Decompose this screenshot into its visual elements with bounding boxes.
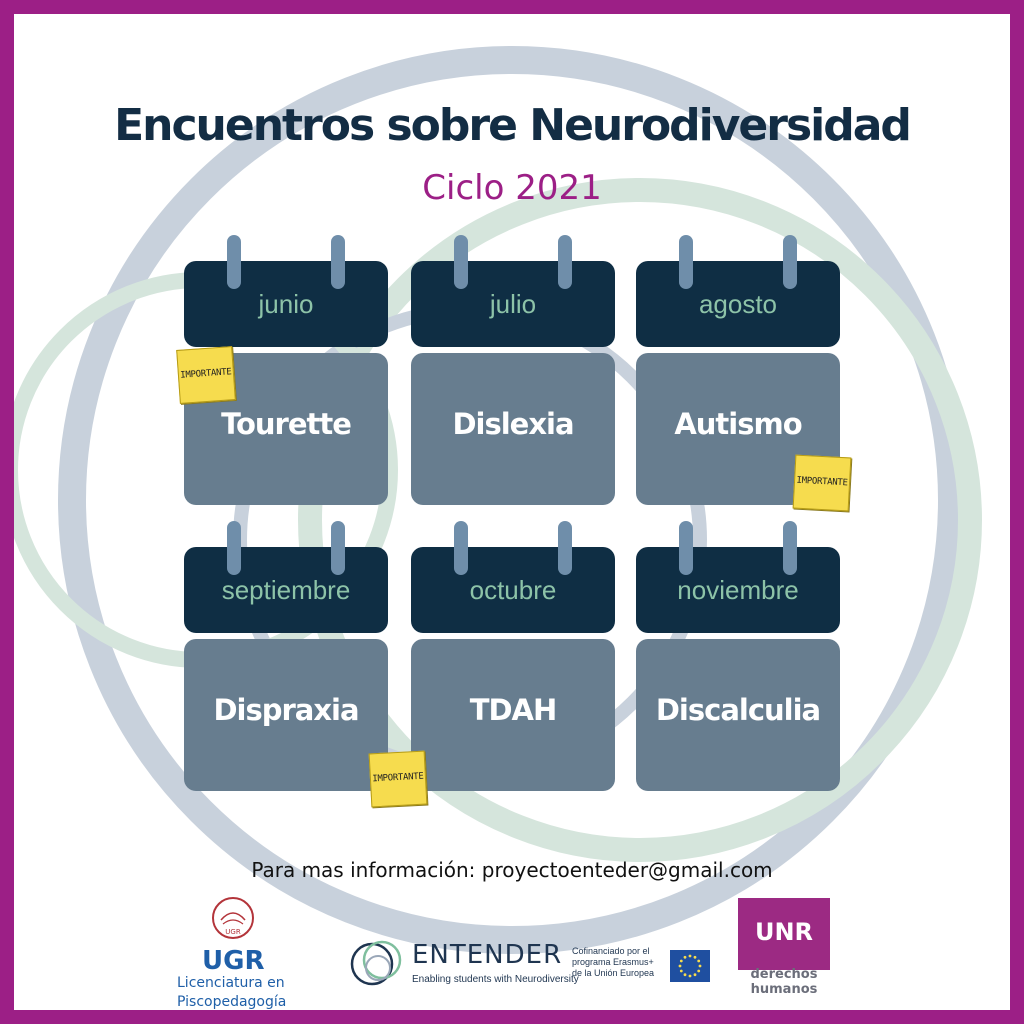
calendar-header (636, 547, 840, 633)
sticky-note-importante: IMPORTANTE (176, 346, 236, 404)
calendar-ring (227, 235, 241, 289)
calendar-topic: Dislexia (452, 407, 574, 441)
calendar-month: julio (489, 289, 537, 319)
calendar-card-agosto: agosto Autismo (636, 235, 840, 505)
calendar-month: agosto (698, 289, 778, 319)
calendar-ring (558, 521, 572, 575)
calendar-topic: Autismo (674, 407, 802, 441)
calendar-body (411, 353, 615, 505)
calendar-topic: Discalculia (655, 693, 821, 727)
calendar-ring (783, 521, 797, 575)
ugr-logo-name: UGR (202, 946, 265, 976)
calendar-topic: TDAH (469, 693, 558, 727)
unr-logo-block (738, 898, 830, 970)
ugr-seal-text: UGR (225, 928, 241, 936)
calendar-month: noviembre (677, 575, 799, 605)
eu-flag-icon (670, 950, 710, 982)
calendar-ring (454, 521, 468, 575)
calendar-month: junio (258, 289, 314, 319)
unr-logo: UNR derechos humanos (738, 898, 830, 1004)
calendar-body (411, 639, 615, 791)
unr-subtitle-line2: humanos (750, 982, 818, 997)
ugr-subtitle-line2: Piscopedagogía (177, 994, 287, 1010)
calendar-month: septiembre (221, 575, 351, 605)
calendar-header (411, 547, 615, 633)
calendar-card-noviembre: noviembre Discalculia (636, 521, 840, 791)
calendar-ring (454, 235, 468, 289)
unr-logo-subtitle: derechos humanos (738, 967, 830, 997)
calendar-body (636, 639, 840, 791)
calendar-month: octubre (469, 575, 557, 605)
sticky-note-importante: IMPORTANTE (792, 454, 852, 512)
calendar-topic: Tourette (221, 407, 352, 441)
calendar-ring (679, 521, 693, 575)
ugr-subtitle-line1: Licenciatura en (177, 975, 285, 991)
unr-subtitle-line1: derechos (750, 967, 818, 982)
contact-info: Para mas información: proyectoenteder@gm… (251, 858, 773, 882)
erasmus-line3: de la Unión Europea (572, 968, 655, 978)
calendar-ring (783, 235, 797, 289)
unr-logo-name: UNR (754, 918, 814, 946)
calendar-body (184, 639, 388, 791)
calendar-card-octubre: octubre TDAH (411, 521, 615, 791)
erasmus-line2: programa Erasmus+ (572, 957, 654, 967)
calendar-header (184, 547, 388, 633)
calendar-ring (558, 235, 572, 289)
entender-logo-icon (350, 940, 402, 986)
calendar-header (411, 261, 615, 347)
ugr-logo-subtitle: Licenciatura en Piscopedagogía (177, 974, 307, 1010)
ugr-seal-icon: UGR (212, 897, 254, 939)
poster-title: Encuentros sobre Neurodiversidad (114, 100, 912, 151)
calendar-ring (227, 521, 241, 575)
calendar-topic: Dispraxia (213, 693, 359, 727)
erasmus-funding-text: Cofinanciado por el programa Erasmus+ de… (572, 946, 668, 979)
erasmus-line1: Cofinanciado por el (572, 946, 650, 956)
calendar-ring (331, 235, 345, 289)
calendar-card-junio: junio Tourette (184, 235, 388, 505)
poster-subtitle: Ciclo 2021 (422, 168, 602, 208)
calendar-ring (331, 521, 345, 575)
calendar-header (184, 261, 388, 347)
entender-logo-tagline: Enabling students with Neurodiversity (412, 974, 579, 985)
calendar-header (636, 261, 840, 347)
calendar-card-septiembre: septiembre Dispraxia (184, 521, 388, 791)
entender-logo-name: ENTENDER (412, 940, 563, 970)
calendar-card-julio: julio Dislexia (411, 235, 615, 505)
sticky-note-importante: IMPORTANTE (368, 750, 428, 808)
calendar-ring (679, 235, 693, 289)
